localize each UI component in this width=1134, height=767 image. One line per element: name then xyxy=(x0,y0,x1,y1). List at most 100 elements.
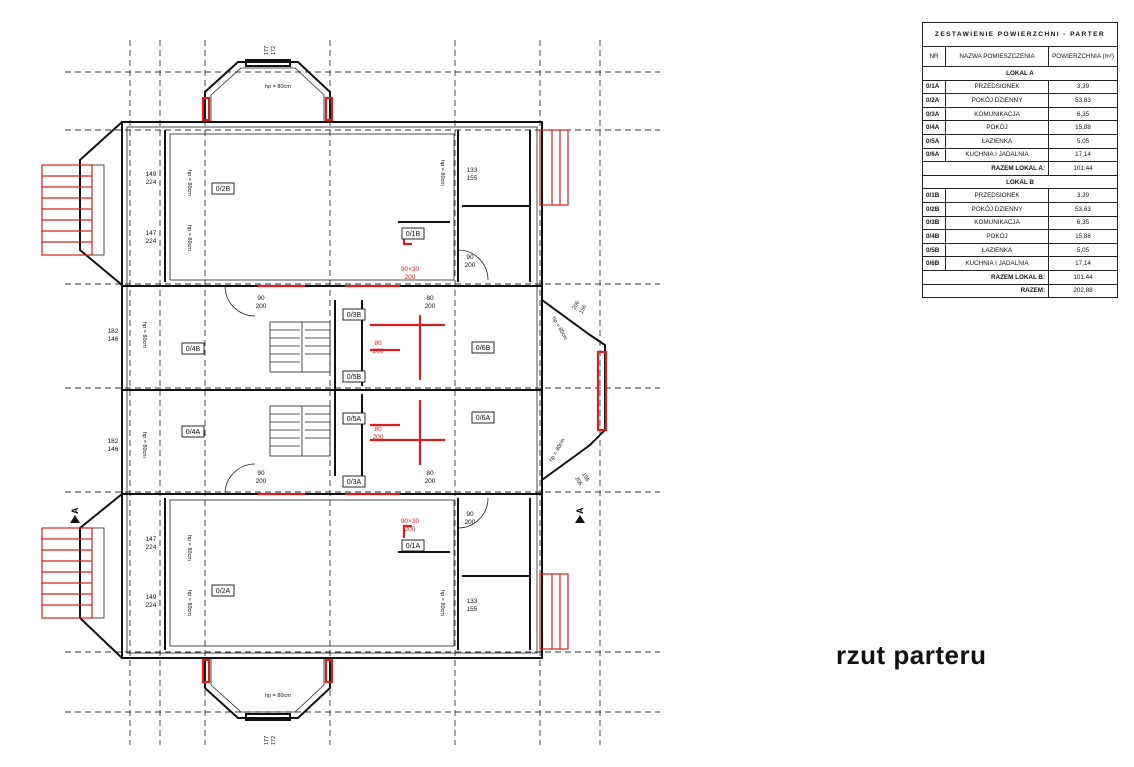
svg-text:90×30: 90×30 xyxy=(401,266,420,273)
bay-window-top xyxy=(201,59,334,122)
svg-text:0/1B: 0/1B xyxy=(406,231,421,238)
section-name: LOKAL A xyxy=(922,66,1118,81)
grand-total-label: RAZEM: xyxy=(921,283,1050,299)
svg-text:200: 200 xyxy=(405,274,416,281)
section-total-value: 101.44 xyxy=(1048,161,1118,176)
svg-text:80: 80 xyxy=(426,470,434,477)
svg-text:90: 90 xyxy=(257,470,265,477)
table-title: ZESTAWIENIE POWIERZCHNI - PARTER xyxy=(922,22,1118,47)
svg-text:200: 200 xyxy=(373,434,384,441)
room-number: 0/1A xyxy=(922,79,946,95)
svg-text:200: 200 xyxy=(373,348,384,355)
svg-text:hp = 80cm: hp = 80cm xyxy=(439,160,445,186)
room-area: 17,14 xyxy=(1048,256,1118,271)
room-number: 0/1B xyxy=(922,188,946,203)
svg-text:200: 200 xyxy=(256,478,267,485)
svg-text:149: 149 xyxy=(146,594,157,601)
room-name: POKÓJ xyxy=(944,229,1050,244)
room-area: 6,35 xyxy=(1048,215,1118,231)
svg-text:0/3A: 0/3A xyxy=(347,479,362,486)
exterior-walls xyxy=(121,121,543,659)
svg-text:hp = 80cm: hp = 80cm xyxy=(186,170,192,196)
room-name: KUCHNIA I JADALNIA xyxy=(944,256,1050,271)
svg-text:90: 90 xyxy=(466,254,474,261)
svg-text:200: 200 xyxy=(425,478,436,485)
svg-text:224: 224 xyxy=(146,602,157,609)
svg-text:149: 149 xyxy=(146,171,157,178)
bay-window-right xyxy=(541,299,608,481)
grand-total-row: RAZEM: 202,88 xyxy=(921,283,1118,299)
col-header-name: NAZWA POMIESZCZENIA xyxy=(944,46,1050,67)
room-name: POKÓJ DZIENNY xyxy=(944,201,1050,217)
door-swings xyxy=(224,249,489,529)
svg-text:156: 156 xyxy=(580,472,590,483)
room-tag-0-1A: 0/1A xyxy=(401,539,425,552)
section-header-row: LOKAL B xyxy=(922,174,1118,190)
svg-text:0/6A: 0/6A xyxy=(476,415,491,422)
room-area: 53,63 xyxy=(1048,93,1118,108)
svg-text:0/4A: 0/4A xyxy=(186,429,201,436)
room-name: ŁAZIENKA xyxy=(944,242,1050,258)
room-tag-0-2A: 0/2A xyxy=(211,584,235,597)
room-tag-0-3A: 0/3A xyxy=(342,475,366,488)
svg-text:155: 155 xyxy=(467,606,478,613)
room-name: POKÓJ DZIENNY xyxy=(944,93,1050,108)
svg-text:224: 224 xyxy=(146,544,157,551)
room-number: 0/6B xyxy=(922,256,946,271)
staircase-upper xyxy=(269,321,331,373)
svg-text:146: 146 xyxy=(108,336,119,343)
svg-text:90×30: 90×30 xyxy=(401,518,420,525)
section-mark-left: A xyxy=(70,507,80,514)
room-number: 0/3B xyxy=(922,215,946,231)
svg-text:hp = 80cm: hp = 80cm xyxy=(141,432,147,458)
col-header-area: POWIERZCHNIA (m²) xyxy=(1048,46,1118,67)
svg-text:206: 206 xyxy=(572,300,582,311)
staircase-lower xyxy=(269,405,331,457)
section-total-row: RAZEM LOKAL B:101.44 xyxy=(921,269,1118,285)
section-name: LOKAL B xyxy=(922,174,1118,190)
svg-text:hp = 80cm: hp = 80cm xyxy=(439,590,445,616)
section-header-row: LOKAL A xyxy=(922,66,1118,81)
grand-total-value: 202,88 xyxy=(1048,283,1118,299)
room-tag-0-3B: 0/3B xyxy=(342,308,366,321)
room-area: 15,88 xyxy=(1048,120,1118,135)
svg-text:hp = 80cm: hp = 80cm xyxy=(186,535,192,561)
room-area: 3,39 xyxy=(1048,79,1118,95)
svg-text:0/6B: 0/6B xyxy=(476,345,491,352)
room-name: PRZEDSIONEK xyxy=(944,188,1050,203)
svg-text:172: 172 xyxy=(271,736,277,745)
dimension-labels: 149 224 147 224 182 146 182 146 147 224 … xyxy=(108,46,590,745)
inner-walls xyxy=(334,221,450,553)
room-number: 0/2A xyxy=(922,93,946,108)
room-number: 0/6A xyxy=(922,147,946,163)
svg-text:200: 200 xyxy=(465,519,476,526)
svg-text:200: 200 xyxy=(425,303,436,310)
room-name: KOMUNIKACJA xyxy=(944,106,1050,122)
svg-text:200: 200 xyxy=(465,262,476,269)
room-tag-0-4A: 0/4A xyxy=(181,425,205,438)
svg-text:hp = 80cm: hp = 80cm xyxy=(186,225,192,251)
room-area: 15,88 xyxy=(1048,229,1118,244)
room-area: 17,14 xyxy=(1048,147,1118,163)
room-name: PRZEDSIONEK xyxy=(944,79,1050,95)
svg-text:0/3B: 0/3B xyxy=(347,312,362,319)
svg-text:177: 177 xyxy=(264,736,270,745)
area-summary-table: ZESTAWIENIE POWIERZCHNI - PARTER NR NAZW… xyxy=(921,22,1118,299)
svg-text:0/5B: 0/5B xyxy=(347,374,362,381)
room-area: 53,63 xyxy=(1048,201,1118,217)
svg-text:80: 80 xyxy=(374,340,382,347)
section-total-row: RAZEM LOKAL A:101.44 xyxy=(921,161,1118,176)
room-area: 5,05 xyxy=(1048,242,1118,258)
svg-text:224: 224 xyxy=(146,238,157,245)
entrance-stairs-bottom xyxy=(41,493,123,659)
svg-text:0/1A: 0/1A xyxy=(406,543,421,550)
